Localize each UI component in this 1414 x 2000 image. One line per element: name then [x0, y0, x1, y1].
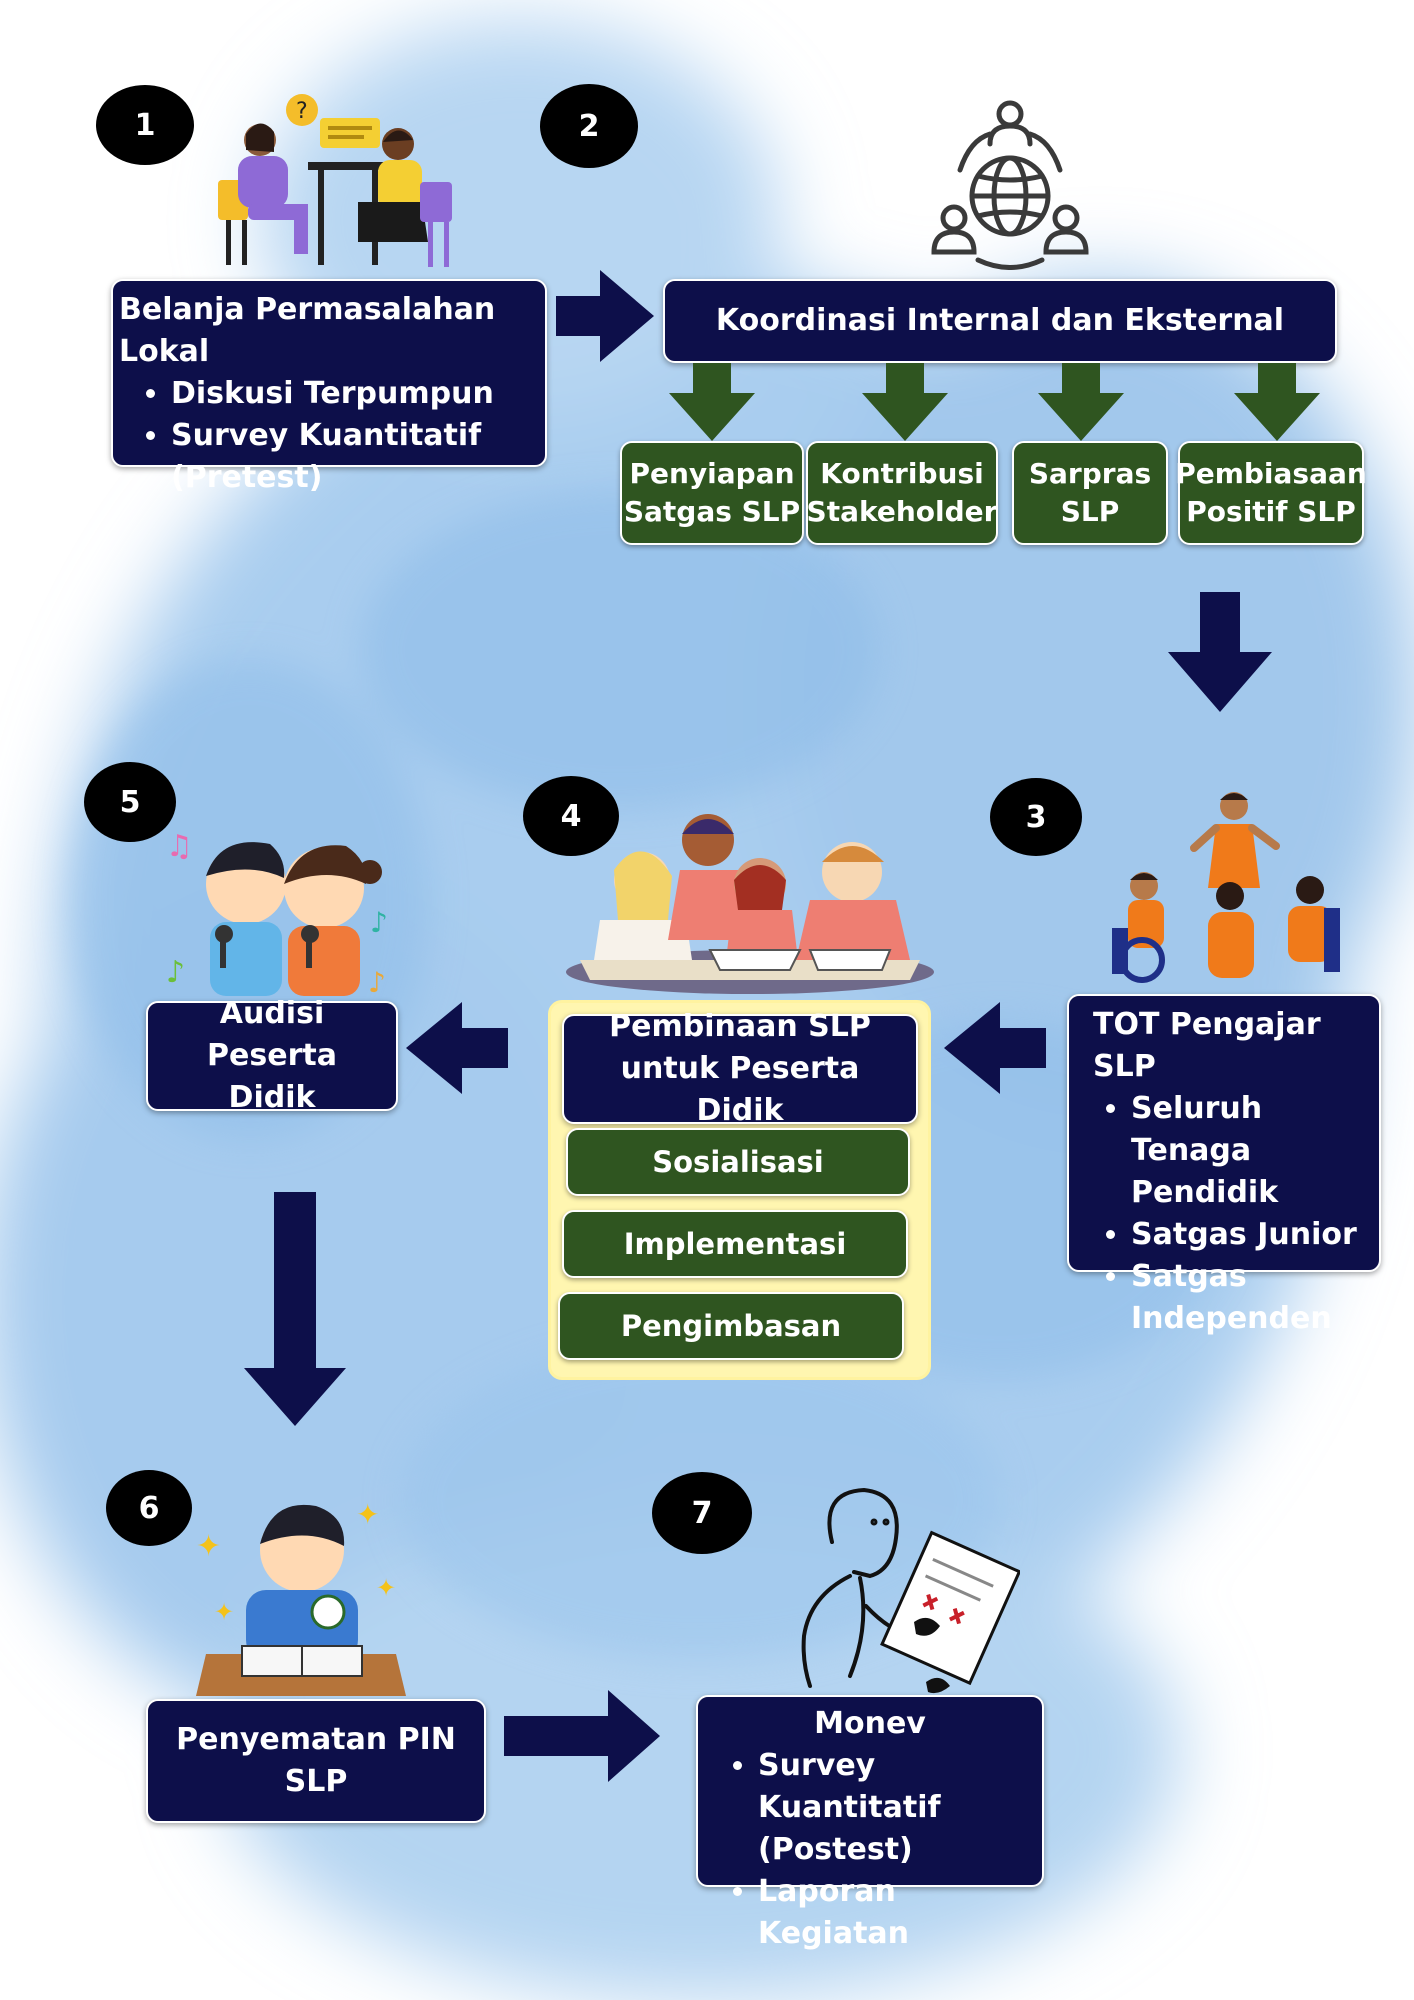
svg-text:♪: ♪ [368, 966, 386, 999]
arrow-down-green-1 [669, 363, 755, 441]
step-badge-1: 1 [96, 85, 194, 165]
step-7-title: Monev [814, 1706, 926, 1741]
student-pin-icon: ✦ ✦ ✦ ✦ [196, 1498, 406, 1696]
step-badge-7: 7 [652, 1472, 752, 1554]
arrow-right-6-7 [504, 1690, 660, 1782]
step-badge-2: 2 [540, 84, 638, 168]
arrow-down-5-6 [244, 1192, 346, 1426]
step-1-item: Survey Kuantitatif (Pretest) [171, 415, 545, 499]
arrow-left-3-4 [944, 1002, 1046, 1094]
step-2-sub-2: Kontribusi Stakeholder [806, 441, 998, 545]
step-badge-6: 6 [106, 1470, 192, 1546]
step-2-title: Koordinasi Internal dan Eksternal [715, 303, 1285, 338]
arrow-down-green-3 [1038, 363, 1124, 441]
step-3-item: Satgas Independen [1131, 1256, 1379, 1340]
svg-text:♪: ♪ [370, 906, 388, 939]
step-2-box: Koordinasi Internal dan Eksternal [663, 279, 1337, 363]
step-badge-5: 5 [84, 762, 176, 842]
step-1-item: Diskusi Terpumpun [171, 373, 545, 415]
svg-text:?: ? [296, 99, 308, 124]
step-7-box: Monev Survey Kuantitatif (Postest) Lapor… [696, 1695, 1044, 1951]
step-3-item: Satgas Junior [1131, 1214, 1379, 1256]
step-6-box: Penyematan PIN SLP [146, 1699, 486, 1823]
step-4-box: Pembinaan SLP untuk Peserta Didik [562, 1009, 918, 1128]
step-3-title: TOT Pengajar SLP [1093, 1007, 1321, 1084]
arrow-down-green-2 [862, 363, 948, 441]
discussion-icon: ? [218, 94, 452, 267]
step-1-title: Belanja Permasalahan Lokal [119, 292, 496, 369]
step-badge-4: 4 [523, 776, 619, 856]
svg-text:♪: ♪ [166, 955, 185, 990]
step-1-list: Diskusi Terpumpun Survey Kuantitatif (Pr… [119, 373, 545, 499]
step-7-item: Laporan Kegiatan [758, 1871, 1042, 1955]
step-4-sub-1: Sosialisasi [566, 1128, 910, 1196]
students-studying-icon [566, 814, 934, 994]
svg-text:✦: ✦ [376, 1574, 396, 1602]
kids-singing-icon: ♫ ♪ ♪ ♪ [166, 829, 388, 999]
step-7-item: Survey Kuantitatif (Postest) [758, 1745, 1042, 1871]
svg-text:✦: ✦ [214, 1598, 234, 1626]
teacher-training-icon [1112, 792, 1340, 983]
step-5-box: Audisi Peserta Didik [146, 996, 398, 1115]
monitoring-person-icon [801, 1487, 1020, 1694]
step-4-sub-3: Pengimbasan [558, 1292, 904, 1360]
step-3-list: Seluruh Tenaga Pendidik Satgas Junior Sa… [1093, 1088, 1379, 1340]
step-4-title: Pembinaan SLP untuk Peserta Didik [609, 1009, 871, 1128]
step-1-box: Belanja Permasalahan Lokal Diskusi Terpu… [111, 279, 547, 495]
step-3-box: TOT Pengajar SLP Seluruh Tenaga Pendidik… [1067, 994, 1381, 1336]
step-3-item: Seluruh Tenaga Pendidik [1131, 1088, 1379, 1214]
arrow-right-1-2 [556, 270, 654, 362]
step-7-list: Survey Kuantitatif (Postest) Laporan Keg… [706, 1745, 1042, 1955]
svg-text:✦: ✦ [196, 1529, 221, 1564]
arrow-down-2-3 [1168, 592, 1272, 712]
step-2-sub-4: Pembiasaan Positif SLP [1175, 441, 1367, 545]
step-4-sub-2: Implementasi [562, 1210, 908, 1278]
svg-text:♫: ♫ [166, 829, 193, 864]
svg-text:✦: ✦ [356, 1498, 379, 1531]
step-badge-3: 3 [990, 778, 1082, 856]
step-5-title: Audisi Peserta Didik [207, 996, 337, 1115]
network-people-icon [931, 100, 1089, 270]
arrow-left-4-5 [406, 1002, 508, 1094]
arrow-down-green-4 [1234, 363, 1320, 441]
step-2-sub-1: Penyiapan Satgas SLP [620, 441, 804, 545]
step-2-sub-3: Sarpras SLP [1012, 441, 1168, 545]
